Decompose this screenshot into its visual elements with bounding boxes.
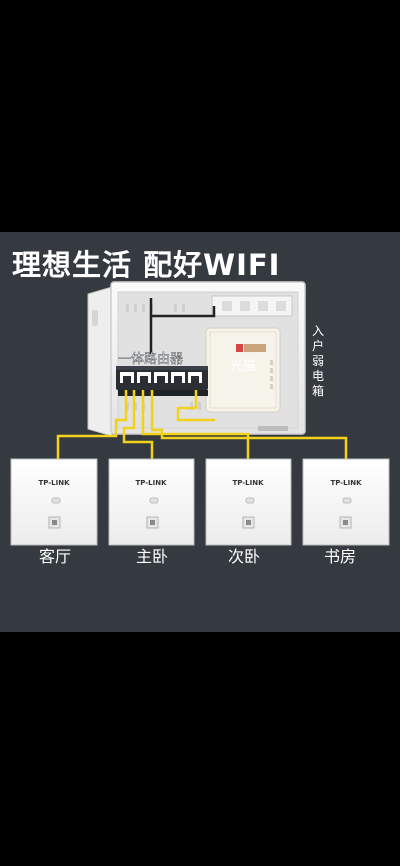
panel-brand-2: TP-LINK bbox=[135, 479, 167, 487]
room-label-2: 主卧 bbox=[136, 547, 169, 566]
panel-brand-3: TP-LINK bbox=[232, 479, 264, 487]
modem-label: 光猫 bbox=[230, 359, 256, 374]
optical-modem bbox=[205, 327, 281, 413]
wall-ap-panel-1 bbox=[10, 458, 98, 546]
network-cables bbox=[56, 390, 348, 459]
cabinet-door bbox=[87, 286, 113, 437]
wall-ap-panel-3 bbox=[205, 458, 292, 546]
inlet-box-label: 入户弱电箱 bbox=[311, 324, 324, 398]
router-label: 一体路由器 bbox=[118, 351, 183, 367]
network-box-illustration: TP-LINK TP-LINK TP-LINK TP-LINK 一体路由器 光猫 bbox=[10, 281, 390, 546]
all-in-one-router bbox=[116, 366, 208, 396]
room-label-1: 客厅 bbox=[39, 547, 72, 566]
panel-brand-1: TP-LINK bbox=[38, 479, 70, 487]
wall-ap-panel-4 bbox=[302, 458, 390, 546]
room-label-3: 次卧 bbox=[228, 547, 261, 566]
wall-ap-panel-2 bbox=[108, 458, 195, 546]
headline: 理想生活 配好WIFI bbox=[12, 248, 281, 282]
ad-image: 理想生活 配好WIFI bbox=[0, 232, 400, 632]
room-label-4: 书房 bbox=[324, 547, 357, 566]
panel-brand-4: TP-LINK bbox=[330, 479, 362, 487]
